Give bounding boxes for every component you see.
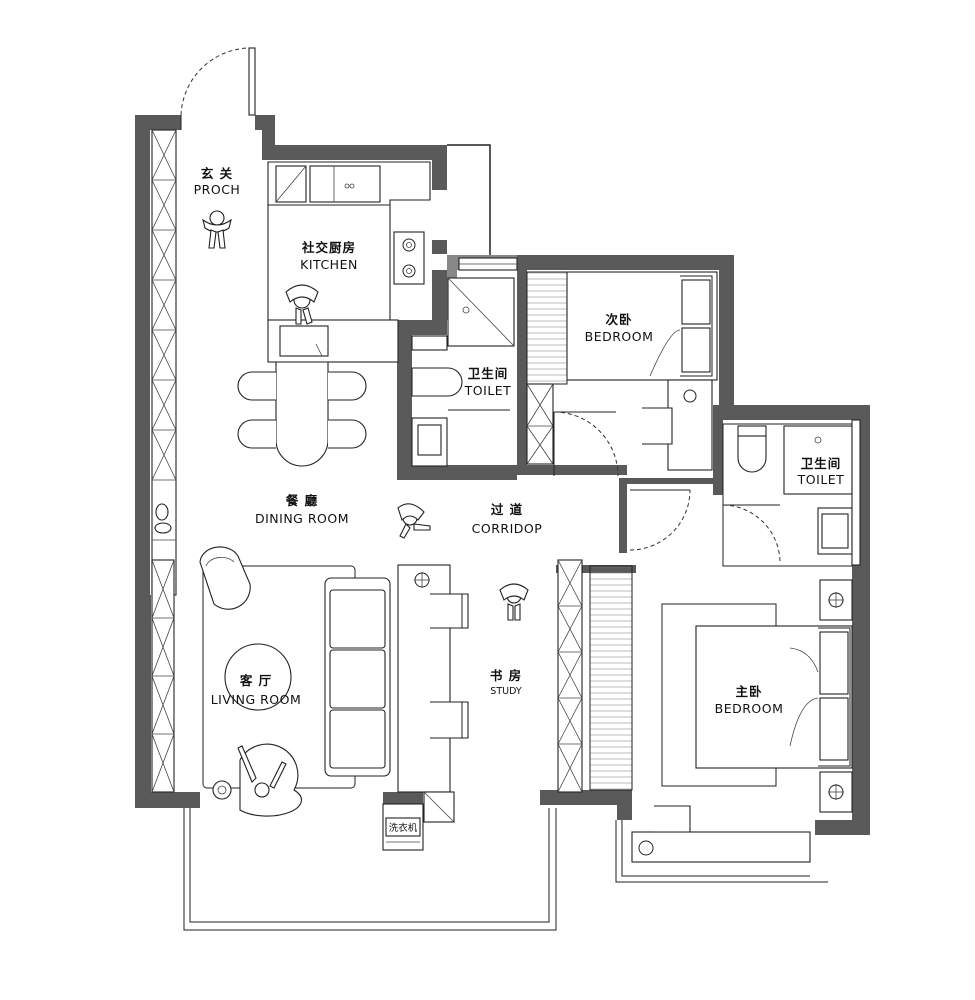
bedroom-2-label-zh: 次卧 (605, 312, 632, 327)
kitchen-label-en: KITCHEN (300, 257, 358, 272)
study-label-en: STUDY (490, 686, 522, 697)
toilet-b-label-en: TOILET (797, 472, 845, 487)
study-label-zh: 书 房 (490, 668, 522, 683)
porch-cabinet (151, 129, 177, 793)
laundry-machine: 洗衣机 (382, 791, 455, 851)
bedroom-2-label-en: BEDROOM (585, 329, 654, 344)
person-porch (202, 210, 232, 249)
room-labels: 玄 关 PROCH 社交厨房 KITCHEN 餐 廳 DINING ROOM 客… (194, 166, 845, 716)
laundry-label: 洗衣机 (389, 822, 418, 834)
main-bedroom-furniture (631, 419, 861, 863)
living-furniture (199, 546, 391, 817)
kitchen-counter (267, 161, 431, 321)
living-label-en: LIVING ROOM (211, 692, 302, 707)
main-bedroom-label-zh: 主卧 (735, 684, 762, 699)
dining-table (237, 361, 367, 467)
person-kitchen (285, 284, 319, 325)
kitchen-island (267, 319, 399, 363)
dining-label-en: DINING ROOM (255, 511, 349, 526)
toilet-a-label-zh: 卫生间 (468, 366, 509, 381)
corridor-label-zh: 过 道 (491, 502, 523, 517)
balcony (183, 808, 828, 931)
toilet-a-label-en: TOILET (464, 383, 512, 398)
living-label-zh: 客 厅 (239, 673, 272, 688)
person-study (499, 583, 529, 621)
toilet-a-fixtures (411, 277, 515, 467)
main-bedroom-label-en: BEDROOM (715, 701, 784, 716)
toilet-b-label-zh: 卫生间 (801, 456, 842, 471)
porch-label-en: PROCH (194, 182, 241, 197)
kitchen-label-zh: 社交厨房 (301, 240, 356, 255)
entry-door (180, 47, 256, 130)
people-figures (202, 210, 529, 798)
bedroom-2-furniture (458, 257, 718, 477)
person-corridor (397, 503, 431, 539)
toilet-b-fixtures (629, 423, 853, 567)
dining-label-zh: 餐 廳 (285, 493, 318, 508)
corridor-label-en: CORRIDOP (472, 521, 543, 536)
study-desk (397, 559, 633, 793)
person-living (237, 745, 287, 798)
porch-label-zh: 玄 关 (201, 166, 233, 181)
